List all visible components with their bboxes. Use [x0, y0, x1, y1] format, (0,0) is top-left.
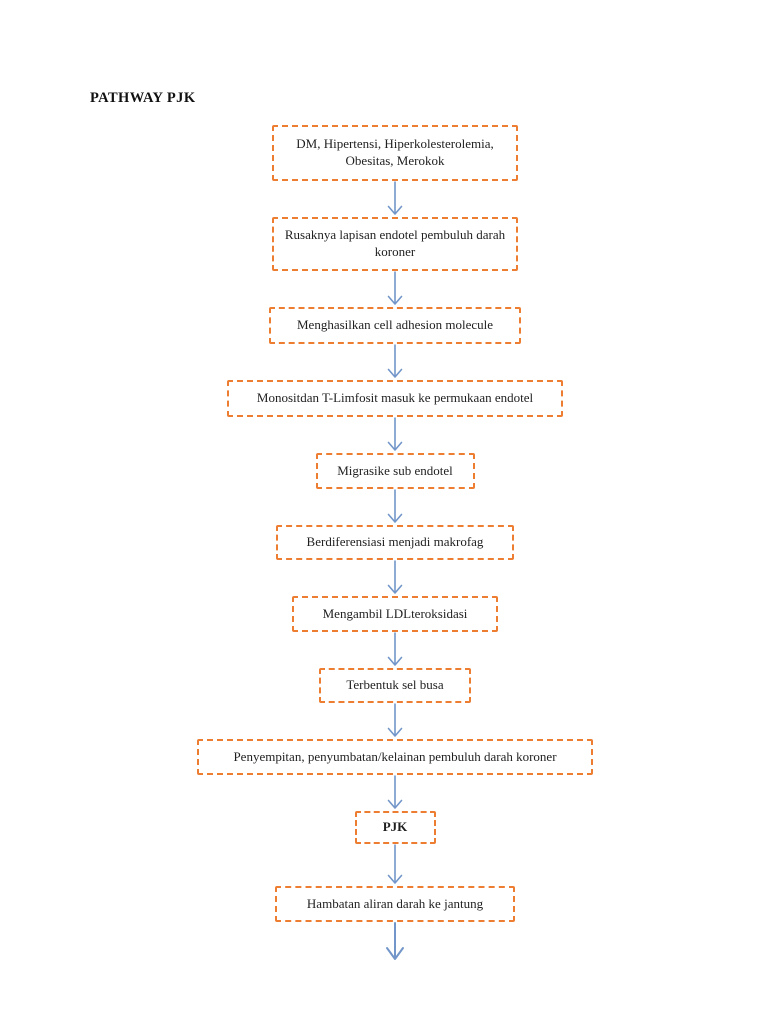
- node-label: Rusaknya lapisan endotel pembuluh darah …: [284, 227, 506, 259]
- node-label: Monositdan T-Limfosit masuk ke permukaan…: [256, 390, 534, 406]
- down-arrow-icon: [387, 560, 403, 594]
- down-arrow-icon: [387, 181, 403, 215]
- node-monocyte-tlymphocyte-entry: Monositdan T-Limfosit masuk ke permukaan…: [227, 380, 563, 417]
- node-label: PJK: [382, 819, 408, 835]
- down-arrow-icon: [387, 844, 403, 884]
- down-arrow-icon: [387, 632, 403, 666]
- node-label: Menghasilkan cell adhesion molecule: [296, 317, 494, 333]
- node-label: Mengambil LDLteroksidasi: [322, 605, 468, 621]
- flowchart: DM, Hipertensi, Hiperkolesterolemia, Obe…: [197, 125, 593, 962]
- node-vessel-narrowing: Penyempitan, penyumbatan/kelainan pembul…: [197, 739, 593, 775]
- node-label: Berdiferensiasi menjadi makrofag: [306, 534, 484, 550]
- node-cell-adhesion-molecule: Menghasilkan cell adhesion molecule: [269, 307, 521, 344]
- node-pjk: PJK: [354, 811, 436, 844]
- node-foam-cell: Terbentuk sel busa: [319, 668, 471, 703]
- node-macrophage-differentiation: Berdiferensiasi menjadi makrofag: [276, 525, 514, 560]
- node-subendothel-migration: Migrasike sub endotel: [315, 453, 475, 489]
- node-risk-factors: DM, Hipertensi, Hiperkolesterolemia, Obe…: [272, 125, 518, 181]
- down-arrow-icon: [387, 271, 403, 305]
- down-arrow-icon: [387, 417, 403, 451]
- node-endothel-damage: Rusaknya lapisan endotel pembuluh darah …: [272, 217, 518, 271]
- down-arrow-icon: [386, 922, 404, 960]
- down-arrow-icon: [387, 775, 403, 809]
- node-blood-flow-obstruction: Hambatan aliran darah ke jantung: [275, 886, 515, 922]
- node-label: Migrasike sub endotel: [337, 462, 453, 478]
- down-arrow-icon: [387, 703, 403, 737]
- node-label: Penyempitan, penyumbatan/kelainan pembul…: [233, 748, 557, 764]
- node-label: DM, Hipertensi, Hiperkolesterolemia, Obe…: [296, 136, 494, 168]
- down-arrow-icon: [387, 489, 403, 523]
- node-label: Terbentuk sel busa: [346, 677, 444, 693]
- node-label: Hambatan aliran darah ke jantung: [306, 895, 484, 911]
- page-title: PATHWAY PJK: [90, 90, 196, 106]
- node-ldl-uptake: Mengambil LDLteroksidasi: [292, 596, 498, 632]
- down-arrow-icon: [387, 344, 403, 378]
